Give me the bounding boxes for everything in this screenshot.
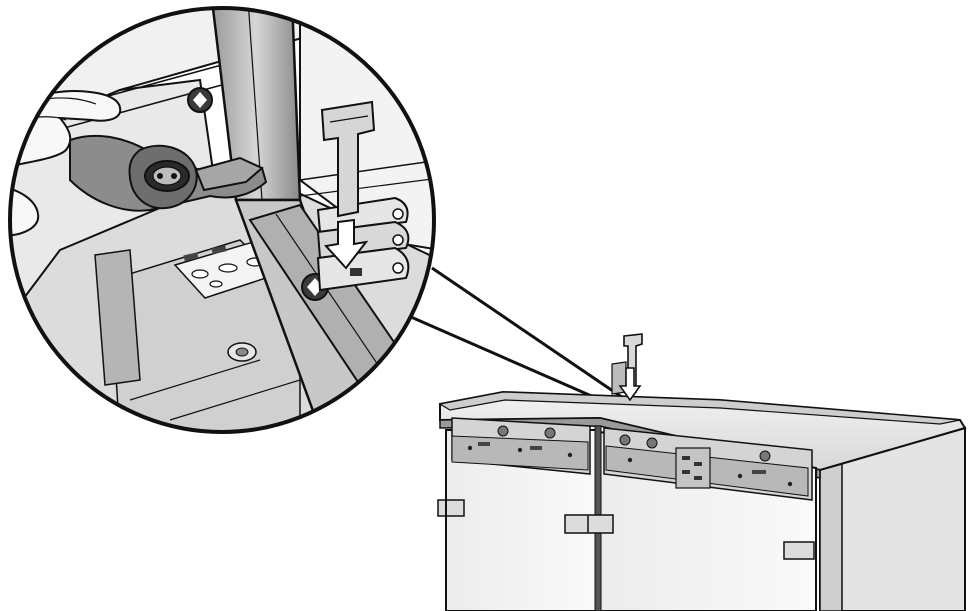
magnifier-detail-circle — [8, 6, 436, 434]
down-arrow-icon — [618, 367, 642, 402]
left-hinge-plate — [451, 417, 591, 475]
door-bumpers — [437, 499, 815, 560]
cabinet-side-edge — [819, 463, 843, 611]
spacer-insert — [320, 100, 376, 218]
wrench-icon — [69, 134, 268, 212]
down-arrow-icon — [324, 218, 369, 270]
screw-icon — [227, 342, 257, 362]
right-hinge-plate — [603, 427, 813, 501]
cabinet-top-back — [438, 391, 961, 425]
callout-lines — [394, 266, 633, 414]
refrigerator-cabinets — [437, 333, 967, 611]
